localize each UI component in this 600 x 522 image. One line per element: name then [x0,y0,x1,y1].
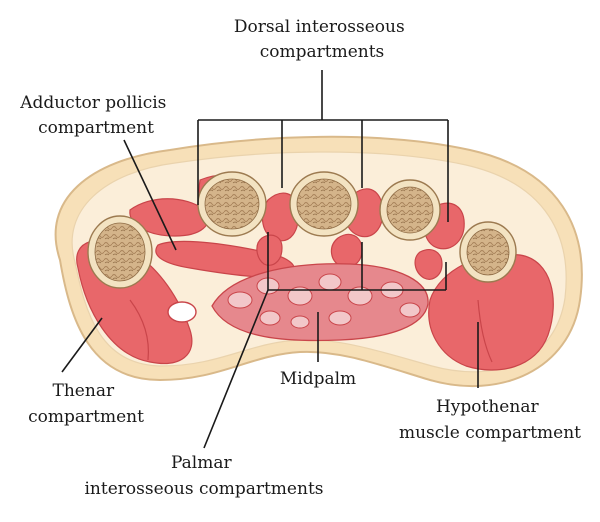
dorsal-bracket [197,70,449,222]
bone-marrow [94,222,146,282]
thenar-septum [129,299,150,361]
bone-marrow [296,178,352,230]
metacarpal-bone-3 [289,171,359,237]
flexor-tendon-5 [347,286,373,306]
thenar-label: Thenar compartment [28,381,144,427]
metacarpal-bone-1 [87,215,153,289]
hypothenar-label: Hypothenar muscle compartment [399,397,581,443]
flexor-tendon-8 [259,310,281,326]
dorsal-label: Dorsal interosseous compartments [234,17,410,62]
midpalm-region [211,263,429,342]
flexor-tendon-9 [328,310,352,326]
flexor-tendons [227,273,421,329]
metacarpal-bone-5 [459,221,517,283]
metacarpal-bone-2 [197,171,267,237]
adductor-leader [123,139,177,251]
dorsal-interosseous-2 [261,192,299,242]
labels: Dorsal interosseous compartments Adducto… [19,17,581,499]
bone-marrow [386,186,434,234]
palmar-interosseous-2 [330,233,363,268]
vessel [167,301,197,323]
bone-marrow [466,228,510,276]
flexor-tendon-10 [290,315,310,329]
metacarpal-bones [87,171,517,289]
palmar-interosseous-3 [414,249,443,280]
flexor-tendon-4 [318,273,342,291]
adductor-label: Adductor pollicis compartment [19,93,172,138]
midpalm-label: Midpalm [280,369,356,389]
flexor-tendon-7 [399,302,421,318]
palmar-bracket [203,232,447,449]
leader-lines [61,70,479,449]
flexor-tendon-3 [287,286,313,306]
palmar-interosseous-1 [256,234,283,266]
bone-marrow [204,178,260,230]
thenar-leader [61,317,103,373]
metacarpal-bone-4 [379,179,441,241]
flexor-tendon-1 [227,291,253,309]
palmar-label: Palmar interosseous compartments [85,453,324,499]
hypothenar-septum [477,299,493,363]
